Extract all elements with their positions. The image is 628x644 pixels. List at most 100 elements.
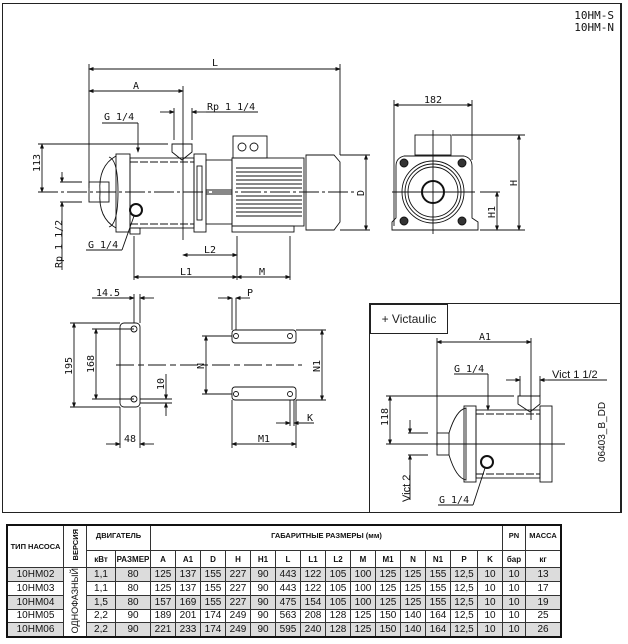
cell-dim-l1: 154 xyxy=(300,594,326,610)
label-P: P xyxy=(247,288,253,299)
model-code-s: 10HM-S xyxy=(574,9,614,22)
cell-dim-m1: 150 xyxy=(375,622,401,638)
cell-dim-m1: 125 xyxy=(375,567,401,582)
cell-dim-l: 443 xyxy=(275,567,301,582)
cell-dim-m: 125 xyxy=(350,622,376,638)
cell-mass: 26 xyxy=(525,622,562,638)
cell-dim-m1: 125 xyxy=(375,594,401,610)
label-182: 182 xyxy=(424,95,442,106)
subheader-dim-a1: A1 xyxy=(175,550,201,568)
drawing-frame xyxy=(2,3,622,513)
cell-pn: 10 xyxy=(502,567,526,582)
subheader-dim-m: M xyxy=(350,550,376,568)
label-118: 118 xyxy=(380,408,391,426)
cell-dim-l: 475 xyxy=(275,594,301,610)
cell-pn: 10 xyxy=(502,594,526,610)
label-A1: A1 xyxy=(479,332,491,343)
cell-dim-h1: 90 xyxy=(250,594,276,610)
label-N: N xyxy=(196,363,207,369)
cell-dim-k: 10 xyxy=(477,622,503,638)
subheader-dim-p: P xyxy=(450,550,478,568)
cell-size: 90 xyxy=(115,608,151,624)
subheader-dim-l: L xyxy=(275,550,301,568)
cell-kw: 1,1 xyxy=(86,567,116,582)
cell-pn: 10 xyxy=(502,608,526,624)
cell-dim-l: 443 xyxy=(275,580,301,596)
cell-dim-d: 155 xyxy=(200,567,226,582)
cell-dim-a: 189 xyxy=(150,608,176,624)
cell-dim-d: 155 xyxy=(200,580,226,596)
cell-dim-a: 157 xyxy=(150,594,176,610)
label-195: 195 xyxy=(64,357,75,375)
cell-dim-h: 227 xyxy=(225,567,251,582)
cell-dim-k: 10 xyxy=(477,580,503,596)
cell-size: 80 xyxy=(115,567,151,582)
cell-dim-k: 10 xyxy=(477,567,503,582)
cell-dim-a: 125 xyxy=(150,580,176,596)
cell-dim-m: 125 xyxy=(350,608,376,624)
cell-dim-m1: 125 xyxy=(375,580,401,596)
cell-dim-a1: 137 xyxy=(175,580,201,596)
subheader-mass-unit: кг xyxy=(525,550,562,568)
cell-dim-n: 125 xyxy=(400,567,426,582)
cell-dim-h1: 90 xyxy=(250,608,276,624)
header-dimensions: ГАБАРИТНЫЕ РАЗМЕРЫ (мм) xyxy=(150,524,503,551)
cell-dim-h: 249 xyxy=(225,622,251,638)
cell-dim-m: 100 xyxy=(350,567,376,582)
cell-dim-d: 155 xyxy=(200,594,226,610)
victaulic-panel xyxy=(369,303,621,513)
cell-dim-p: 12,5 xyxy=(450,594,478,610)
label-gauge-bottom: G 1/4 xyxy=(88,240,118,251)
label-K: K xyxy=(307,413,313,424)
label-vict-inlet: Vict 2 xyxy=(401,475,413,502)
model-codes: 10HM-S 10HM-N xyxy=(574,10,614,34)
cell-kw: 1,1 xyxy=(86,580,116,596)
cell-dim-h: 227 xyxy=(225,594,251,610)
cell-dim-h1: 90 xyxy=(250,567,276,582)
cell-dim-n: 140 xyxy=(400,608,426,624)
subheader-dim-l2: L2 xyxy=(325,550,351,568)
front-view-pump xyxy=(391,100,525,234)
cell-dim-l1: 122 xyxy=(300,567,326,582)
label-168: 168 xyxy=(86,355,97,373)
subheader-dim-k: K xyxy=(477,550,503,568)
cell-dim-m1: 150 xyxy=(375,608,401,624)
cell-model: 10HM03 xyxy=(6,580,64,596)
cell-model: 10HM04 xyxy=(6,594,64,610)
cell-dim-l2: 105 xyxy=(325,567,351,582)
subheader-dim-h: H xyxy=(225,550,251,568)
header-motor: ДВИГАТЕЛЬ xyxy=(86,524,151,551)
victaulic-tag: + Victaulic xyxy=(370,304,448,334)
cell-dim-k: 10 xyxy=(477,594,503,610)
label-outlet-rp: Rp 1 1/4 xyxy=(207,102,255,113)
cell-dim-a: 125 xyxy=(150,567,176,582)
cell-dim-l1: 208 xyxy=(300,608,326,624)
cell-dim-p: 12,5 xyxy=(450,580,478,596)
cell-dim-l2: 105 xyxy=(325,580,351,596)
cell-mass: 19 xyxy=(525,594,562,610)
subheader-dim-a: A xyxy=(150,550,176,568)
model-code-n: 10HM-N xyxy=(574,21,614,34)
label-D: D xyxy=(356,190,367,196)
cell-dim-a1: 201 xyxy=(175,608,201,624)
subheader-kw: кВт xyxy=(86,550,116,568)
cell-model: 10HM06 xyxy=(6,622,64,638)
cell-dim-l1: 122 xyxy=(300,580,326,596)
cell-dim-l: 563 xyxy=(275,608,301,624)
cell-size: 80 xyxy=(115,580,151,596)
cell-dim-d: 174 xyxy=(200,608,226,624)
technical-drawing: L A Rp 1 1/4 G 1/4 113 Rp 1 1/2 G 1/4 L2… xyxy=(32,58,607,506)
label-vict-gauge-bottom: G 1/4 xyxy=(439,495,469,506)
cell-dim-n1: 164 xyxy=(425,622,451,638)
cell-dim-n1: 164 xyxy=(425,608,451,624)
spec-table: ТИП НАСОСА ВЕРСИЯ ДВИГАТЕЛЬ ГАБАРИТНЫЕ Р… xyxy=(6,524,562,639)
cell-dim-n: 125 xyxy=(400,580,426,596)
cell-dim-l2: 128 xyxy=(325,622,351,638)
label-L: L xyxy=(212,58,218,69)
label-gauge-top: G 1/4 xyxy=(104,112,134,123)
subheader-dim-l1: L1 xyxy=(300,550,326,568)
